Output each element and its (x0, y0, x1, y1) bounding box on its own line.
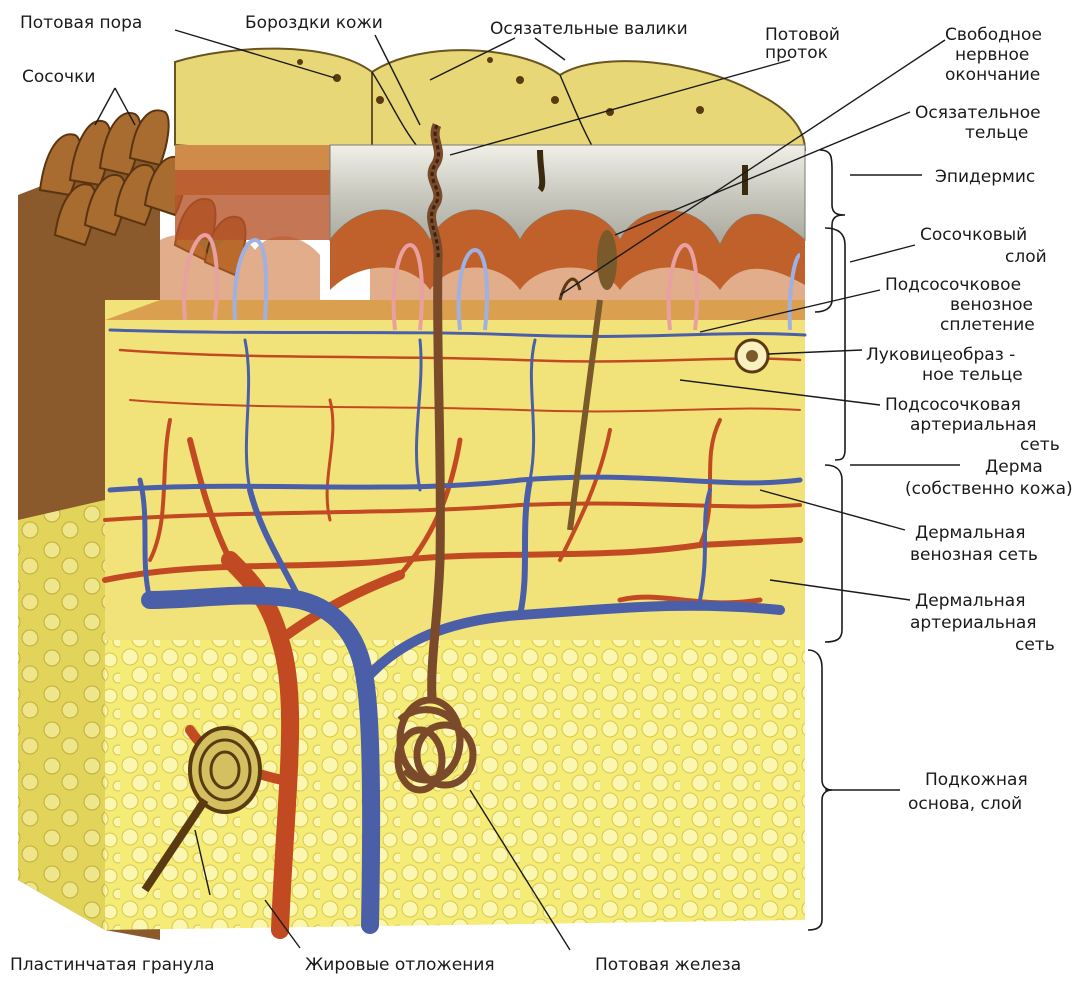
label-free-nerve-ending: Свободное нервное окончание (945, 25, 1047, 85)
label-epidermis: Эпидермис (935, 167, 1035, 187)
label-dermal-venous-network: Дермальная венозная сеть (910, 523, 1038, 565)
label-subpapillary-arterial-network: Подсосочковая артериальная сеть (885, 395, 1060, 455)
label-tactile-corpuscle: Осязательное тельце (915, 103, 1046, 143)
papillary-bracket (825, 228, 845, 460)
label-papillae: Сосочки (22, 67, 95, 87)
side-face-fat (18, 500, 105, 930)
label-tactile-ridges: Осязательные валики (490, 19, 688, 39)
label-dermis: Дерма (собственно кожа) (905, 457, 1073, 499)
label-sweat-duct: Потовой проток (765, 25, 845, 63)
label-sweat-gland: Потовая железа (595, 955, 741, 975)
label-sweat-pore: Потовая пора (20, 13, 142, 33)
epidermis-bracket (815, 150, 845, 312)
label-papillary-layer: Сосочковый слой (920, 225, 1047, 267)
label-bulbous-corpuscle: Луковицеобраз - ное тельце (866, 345, 1023, 385)
skin-block (18, 49, 805, 940)
epidermis-top-left (175, 49, 372, 160)
label-subpapillary-venous-plexus: Подсосочковое венозное сплетение (885, 275, 1038, 335)
brackets (808, 150, 845, 930)
label-skin-furrows: Бороздки кожи (245, 13, 383, 33)
label-dermal-arterial-network: Дермальная артериальная сеть (910, 591, 1055, 655)
subcutaneous-bracket (808, 650, 832, 930)
label-fat-deposits: Жировые отложения (305, 955, 495, 975)
label-subcutaneous-base: Подкожная основа, слой (908, 770, 1033, 814)
dermis-bracket (825, 465, 842, 642)
label-lamellar-granule: Пластинчатая гранула (10, 955, 215, 975)
